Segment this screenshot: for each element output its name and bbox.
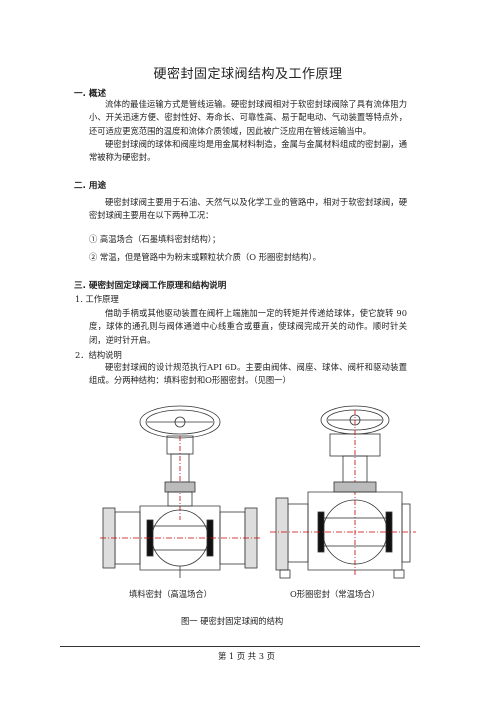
structure-paragraph: 硬密封球阀的设计规范执行API 6D。主要由阀体、阀座、球体、阀杆和驱动装置组成… [89,362,407,386]
overview-paragraph-2: 硬密封球阀的球体和阀座均是用金属材料制造，金属与金属材料组成的密封副，通常被称为… [89,139,407,163]
section-heading-overview: 一. 概述 [74,89,107,99]
principle-paragraph: 借助手柄或其他驱动装置在阀杆上端施加一定的转矩并传递给球体，使它旋转 90 度，… [89,308,407,345]
usage-item-1: ① 高温场合（石墨填料密封结构）； [89,234,221,244]
figure-caption: 图一 硬密封固定球阀的结构 [181,616,284,626]
o-ring-seal-valve-drawing [270,405,416,579]
usage-paragraph: 硬密封球阀主要用于石油、天然气以及化学工业的管路中，相对于软密封球阀，硬密封球阀… [89,197,407,221]
subheading-structure: 2．结构说明 [75,350,122,360]
overview-paragraph-1: 流体的最佳运输方式是管线运输。硬密封球阀相对于软密封球阀除了具有流体阻力小、开关… [89,99,407,136]
footer-divider [60,646,420,647]
page-footer: 第 1 页 共 3 页 [218,651,275,661]
page-title: 硬密封固定球阀结构及工作原理 [153,67,343,82]
figure-label-o-ring-seal: O形圈密封（常温场合） [290,589,380,599]
packing-seal-valve-drawing [100,405,260,578]
usage-item-2: ② 常温，但是管路中为粉末或颗粒状介质（O 形圈密封结构）。 [89,252,321,262]
figure-label-packing-seal: 填料密封（高温场合） [129,589,212,599]
subheading-working-principle: 1. 工作原理 [75,294,119,304]
section-heading-usage: 二. 用途 [74,181,107,191]
section-heading-principle: 三. 硬密封固定球阀工作原理和结构说明 [74,281,227,291]
